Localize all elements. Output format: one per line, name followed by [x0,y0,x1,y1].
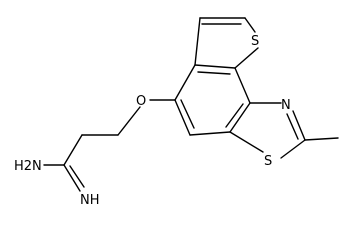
chemical-structure: S O N S H2N NH [14,17,339,208]
bond [174,99,191,136]
bond [286,113,299,140]
bond [225,103,244,128]
bond [69,165,85,188]
thiazole-nitrogen-label: N [281,98,291,113]
ether-oxygen-label: O [136,94,146,109]
bond [292,110,306,141]
bond [229,102,251,133]
bond [189,131,231,136]
bond [234,47,259,69]
thiazole-sulfur-label: S [264,154,272,169]
bond [194,17,201,66]
bond [174,64,196,101]
imine-label: NH [80,193,100,208]
bond [197,71,231,75]
bond [194,64,236,69]
bond [280,139,306,159]
structure-canvas: S O N S H2N NH [14,17,339,208]
bond [180,99,195,129]
bond [234,67,251,104]
thiophene-sulfur-label: S [251,34,259,49]
bond [63,164,81,192]
bond [304,137,339,141]
bond [117,106,141,136]
bond [229,131,264,153]
amine-label: H2N [14,159,42,174]
bond [244,17,256,33]
bond [63,134,83,166]
